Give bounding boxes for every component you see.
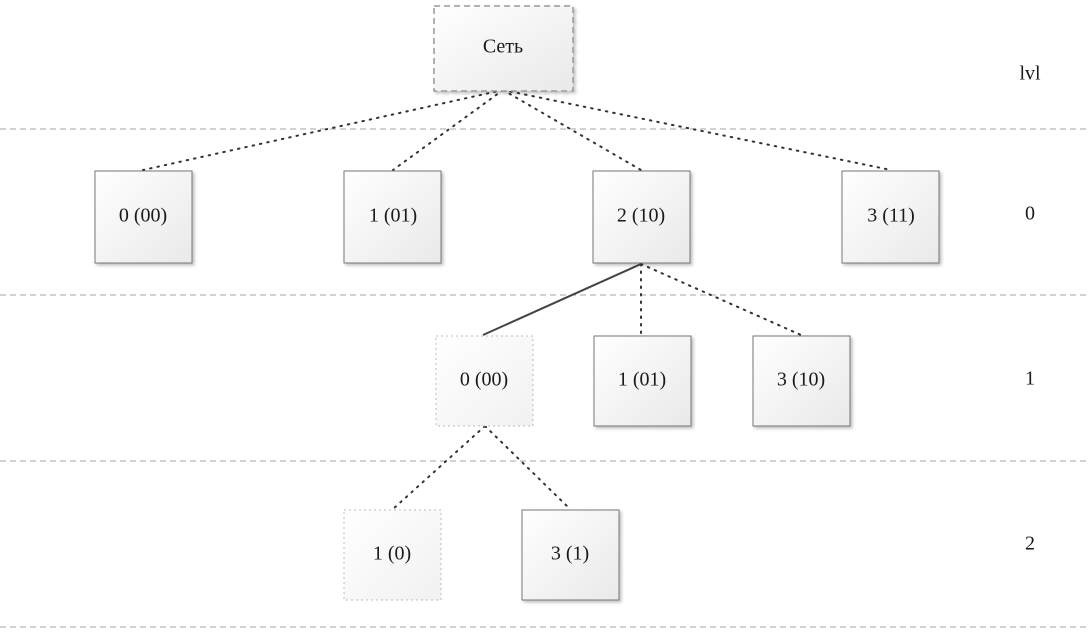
- level-2-node: 1 (0): [343, 509, 442, 601]
- node-label: 3 (11): [867, 205, 915, 227]
- edge-node2-to-l1-node-3: [640, 263, 802, 336]
- level-1-node: 1 (01): [593, 335, 692, 427]
- node-box: [592, 170, 691, 264]
- level-label-0: 0: [1025, 203, 1035, 225]
- level-0-node: 3 (11): [841, 170, 940, 264]
- edge-root-to-node-3: [502, 89, 892, 171]
- node-label: 3 (10): [777, 369, 825, 391]
- level-1-nodes: 0 (00) 1 (01) 3 (10): [435, 335, 851, 427]
- node-label: 1 (0): [373, 543, 411, 565]
- level-0-node: 1 (01): [343, 170, 442, 264]
- node-box: [752, 335, 851, 427]
- connectors: [142, 89, 892, 510]
- level-0-nodes: 0 (00) 1 (01) 2 (10) 3 (11): [94, 170, 940, 264]
- node-box: [435, 335, 534, 427]
- node-box: [343, 509, 442, 601]
- level-1-node: 0 (00): [435, 335, 534, 427]
- node-label: 2 (10): [617, 205, 665, 227]
- level-header: lvl: [1019, 63, 1041, 85]
- node-box: [593, 335, 692, 427]
- edge-root-to-node-2: [502, 89, 642, 171]
- level-labels: lvl 0 1 2: [1019, 63, 1041, 555]
- node-box: [343, 170, 442, 264]
- edge-root-to-node-1: [392, 89, 504, 171]
- level-2-node: 3 (1): [521, 509, 620, 601]
- node-label: 3 (1): [551, 543, 589, 565]
- level-0-node: 0 (00): [94, 170, 193, 264]
- edge-l1-node0-to-l2-node-1: [392, 425, 486, 510]
- level-1-node: 3 (10): [752, 335, 851, 427]
- node-label: 1 (01): [369, 205, 417, 227]
- node-box: [841, 170, 940, 264]
- edge-root-to-node-0: [142, 89, 504, 171]
- root-node-label: Сеть: [483, 36, 523, 58]
- level-0-node: 2 (10): [592, 170, 691, 264]
- node-label: 1 (01): [618, 369, 666, 391]
- edge-node2-to-l1-node-0-solid: [482, 263, 642, 336]
- level-label-2: 2: [1025, 533, 1035, 555]
- root-node-box: [433, 5, 574, 92]
- root-node: Сеть: [433, 5, 574, 92]
- edge-l1-node0-to-l2-node-3: [484, 425, 571, 510]
- level-separators: [0, 128, 1089, 628]
- node-label: 0 (00): [460, 369, 508, 391]
- level-2-nodes: 1 (0) 3 (1): [343, 509, 620, 601]
- node-box: [521, 509, 620, 601]
- node-label: 0 (00): [119, 205, 167, 227]
- level-label-1: 1: [1025, 368, 1035, 390]
- node-box: [94, 170, 193, 264]
